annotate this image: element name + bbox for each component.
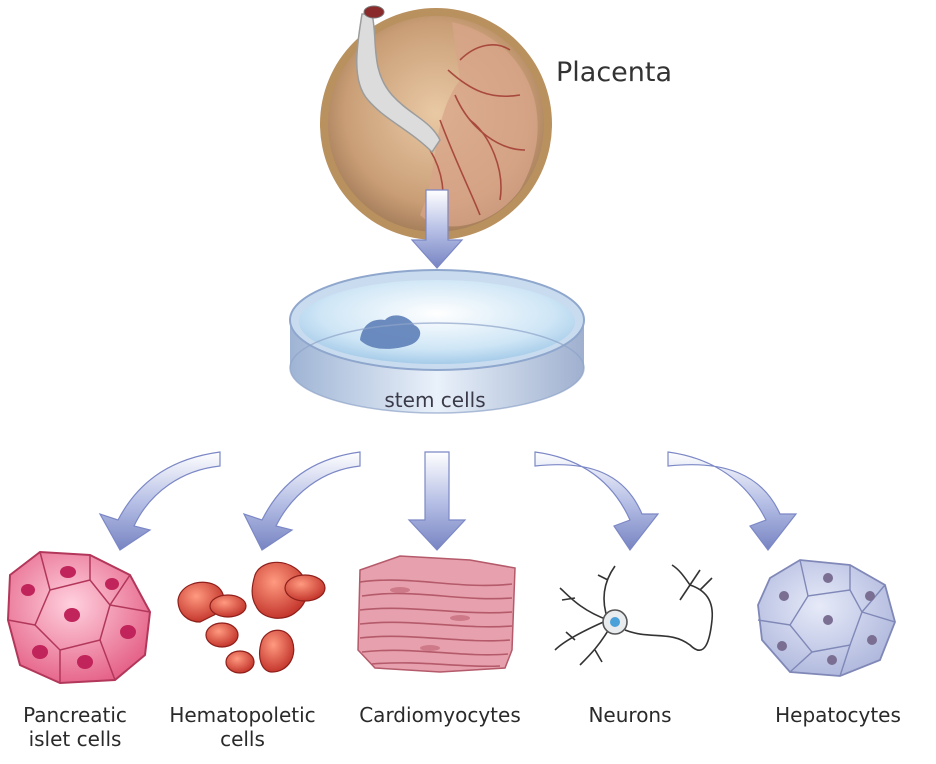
stem-cells-label: stem cells [384,388,486,412]
pancreatic-islet-cells [6,550,152,685]
label-line: Cardiomyocytes [359,703,521,727]
placenta-illustration [320,5,552,240]
label-line: Neurons [588,703,672,727]
label-line: islet cells [28,727,122,751]
pancreatic-islet-cells-label: Pancreatic islet cells [0,703,150,751]
arrow-to-dish [410,189,464,269]
cardiomyocytes-label: Cardiomyocytes [342,703,538,727]
arrows-to-cells [98,451,798,552]
label-line: Hematopoletic [169,703,316,727]
label-line: Hepatocytes [775,703,901,727]
petri-dish [289,269,585,414]
label-line: cells [220,727,265,751]
placenta-label: Placenta [556,57,673,88]
neurons-label: Neurons [565,703,695,727]
hematopoietic-cells-label: Hematopoletic cells [155,703,330,751]
cardiomyocytes [357,555,516,673]
hepatocytes [757,559,896,677]
hepatocytes-label: Hepatocytes [758,703,918,727]
neuron [554,564,714,666]
hematopoietic-cells [177,561,326,674]
label-line: Pancreatic [23,703,127,727]
